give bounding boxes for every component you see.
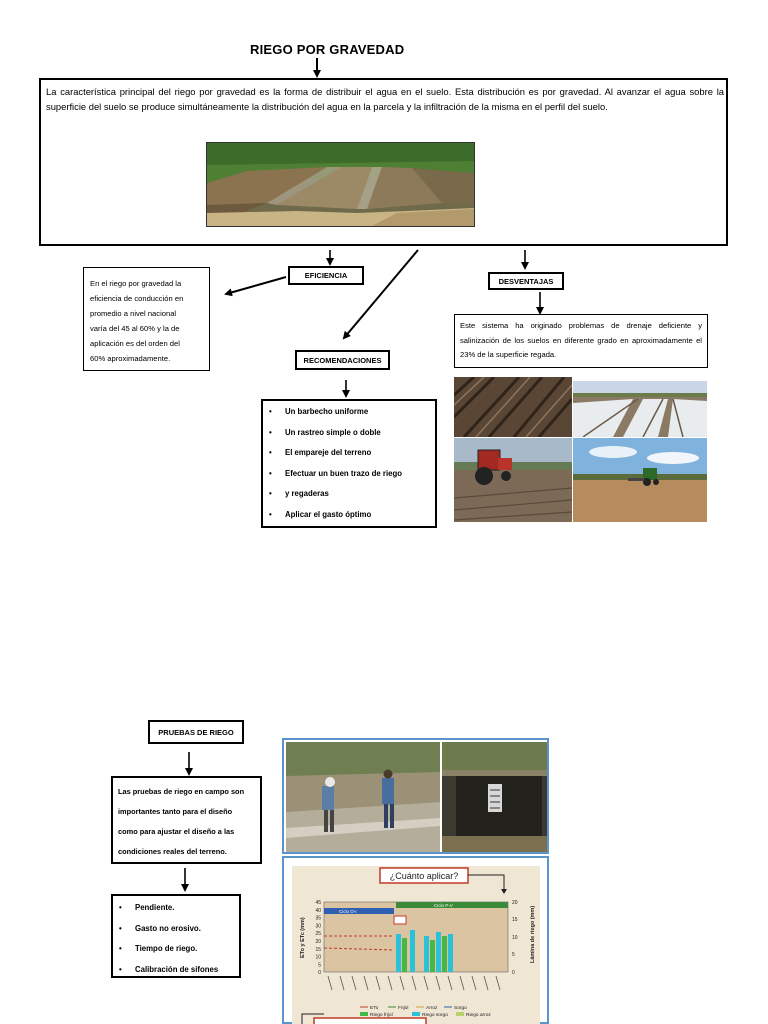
svg-text:10: 10 — [512, 935, 518, 941]
soil-profile-photo — [442, 742, 547, 852]
intro-text: La característica principal del riego po… — [46, 86, 724, 112]
svg-text:Riego sorgo: Riego sorgo — [422, 1012, 448, 1018]
svg-text:ETo y ETc (mm): ETo y ETc (mm) — [300, 917, 306, 958]
svg-text:20: 20 — [315, 939, 321, 945]
list-item: •Un barbecho uniforme — [269, 407, 369, 416]
list-item: •Efectuar un buen trazo de riego — [269, 468, 402, 478]
pruebas-label: PRUEBAS DE RIEGO — [148, 720, 244, 744]
svg-text:5: 5 — [512, 952, 515, 958]
svg-text:Lámina de riego (mm): Lámina de riego (mm) — [530, 906, 536, 963]
eficiencia-label: EFICIENCIA — [288, 266, 364, 285]
recomendaciones-label: RECOMENDACIONES — [295, 350, 390, 370]
svg-text:45: 45 — [315, 900, 321, 906]
svg-text:25: 25 — [315, 931, 321, 937]
list-item: •Aplicar el gasto óptimo — [269, 509, 372, 519]
svg-text:10: 10 — [315, 955, 321, 961]
recomendaciones-list-box: •Un barbecho uniforme •Un rastreo simple… — [261, 399, 437, 528]
desventajas-text: Este sistema ha originado problemas de d… — [460, 321, 702, 359]
arrow-eficiencia-to-text — [224, 276, 287, 297]
desventajas-text-box: Este sistema ha originado problemas de d… — [454, 314, 708, 368]
furrow-irrigation-photo — [206, 142, 475, 227]
svg-text:15: 15 — [315, 947, 321, 953]
svg-text:30: 30 — [315, 923, 321, 929]
list-item: •Un rastreo simple o doble — [269, 427, 381, 437]
pruebas-list: •Pendiente. •Gasto no erosivo. •Tiempo d… — [113, 898, 239, 980]
technicians-photo — [286, 742, 440, 852]
svg-text:Sorgo: Sorgo — [454, 1005, 467, 1011]
svg-text:15: 15 — [512, 917, 518, 923]
svg-text:Ciclo O-I: Ciclo O-I — [339, 909, 357, 914]
pruebas-text: Las pruebas de riego en campo son import… — [118, 787, 245, 856]
intro-box: La característica principal del riego po… — [39, 78, 728, 246]
list-item: •Pendiente. — [119, 903, 175, 912]
list-item: •El empareje del terreno — [269, 448, 372, 457]
svg-text:0: 0 — [318, 970, 321, 976]
salinized-field-photo — [573, 381, 707, 437]
list-item: •Gasto no erosivo. — [119, 923, 201, 933]
svg-text:35: 35 — [315, 916, 321, 922]
field-test-photo-frame — [282, 738, 549, 854]
harrow-field-photo — [573, 438, 707, 522]
arrow-to-recomendaciones — [342, 249, 419, 340]
list-item: •y regaderas — [269, 489, 329, 498]
eficiencia-text-box: En el riego por gravedad la eficiencia d… — [83, 267, 210, 371]
svg-text:Riego frijol: Riego frijol — [370, 1012, 393, 1018]
svg-text:0: 0 — [512, 970, 515, 976]
svg-text:40: 40 — [315, 908, 321, 914]
chart-question: ¿Cuánto aplicar? — [390, 871, 459, 881]
svg-text:ETo: ETo — [370, 1005, 379, 1011]
svg-text:Frijol: Frijol — [398, 1005, 408, 1011]
eficiencia-text: En el riego por gravedad la eficiencia d… — [90, 279, 184, 363]
desventajas-label: DESVENTAJAS — [488, 272, 564, 290]
svg-text:Arroz: Arroz — [426, 1005, 438, 1011]
irrigation-chart-image: ¿Cuánto aplicar? Ciclo O-I Ciclo P-V 45 … — [292, 866, 540, 1024]
plowed-field-photo — [454, 377, 572, 437]
pruebas-list-box: •Pendiente. •Gasto no erosivo. •Tiempo d… — [111, 894, 241, 978]
svg-text:Ciclo P-V: Ciclo P-V — [434, 903, 453, 908]
list-item: •Calibración de sifones — [119, 964, 219, 974]
recomendaciones-list: •Un barbecho uniforme •Un rastreo simple… — [263, 402, 435, 525]
svg-text:20: 20 — [512, 900, 518, 906]
svg-text:Riego arroz: Riego arroz — [466, 1012, 491, 1018]
list-item: •Tiempo de riego. — [119, 944, 198, 953]
page-title: RIEGO POR GRAVEDAD — [250, 42, 405, 57]
pruebas-text-box: Las pruebas de riego en campo son import… — [111, 776, 262, 864]
tractor-field-photo — [454, 438, 572, 522]
svg-text:5: 5 — [318, 962, 321, 968]
irrigation-chart-frame: ¿Cuánto aplicar? Ciclo O-I Ciclo P-V 45 … — [282, 856, 549, 1024]
